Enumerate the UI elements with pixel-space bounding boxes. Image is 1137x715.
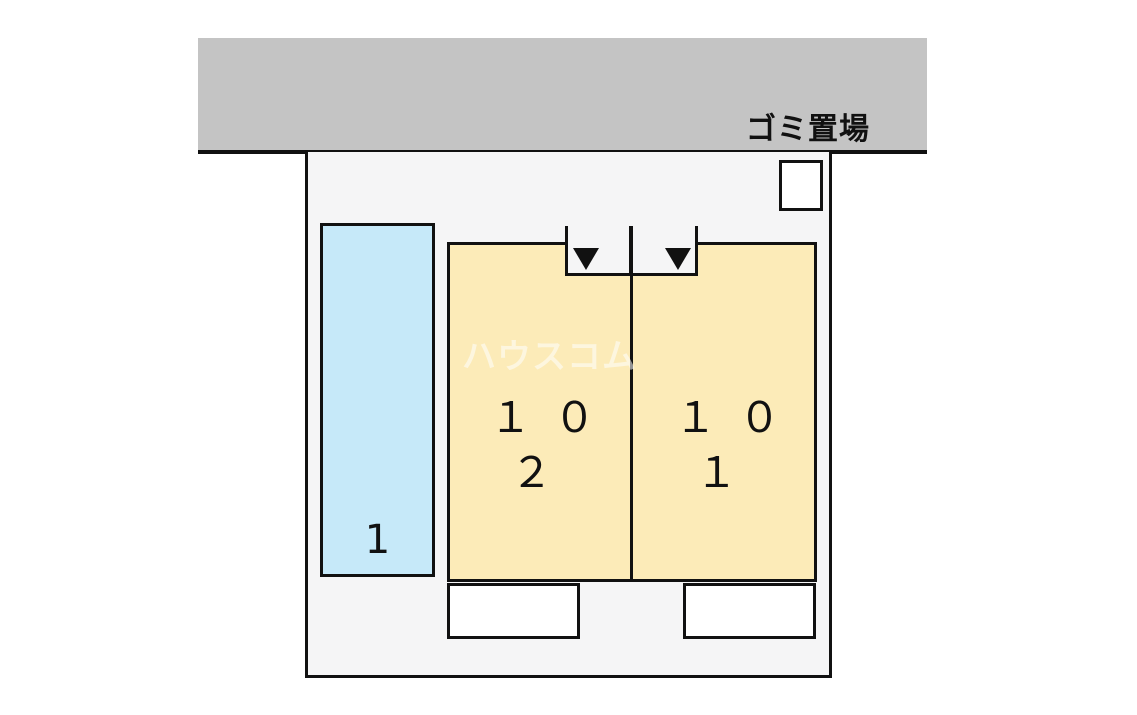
parking-space-label: 1 [364, 517, 391, 563]
unit-102-label: １０２ [489, 393, 618, 497]
unit-102 [447, 242, 633, 582]
unit-101-label: １０１ [674, 393, 803, 497]
parking-space-1 [320, 223, 435, 577]
garbage-area [779, 160, 823, 211]
watermark: ハウスコム [462, 337, 637, 377]
balcony-101 [683, 583, 816, 639]
entrance-arrow-101-icon [665, 248, 691, 270]
balcony-102 [447, 583, 580, 639]
unit-101 [630, 242, 817, 582]
garbage-area-label: ゴミ置場 [746, 112, 870, 147]
road [198, 38, 927, 151]
entrance-arrow-102-icon [573, 248, 599, 270]
entrance-divider [629, 226, 633, 276]
